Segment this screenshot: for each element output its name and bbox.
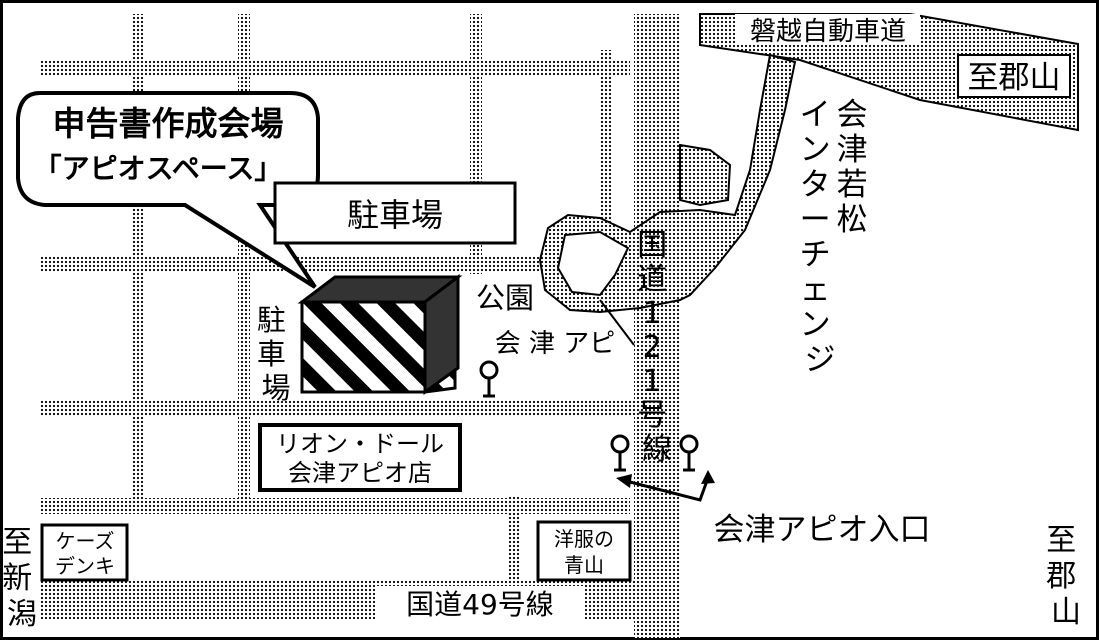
route-121-road: [634, 14, 680, 638]
apio-entrance-label: 会津アピオ入口: [714, 512, 931, 548]
expressway-label-box: [735, 14, 920, 44]
entrance-bus-stop-icons: [610, 434, 699, 472]
yofuku-line2: 青山: [564, 553, 604, 577]
to-niigata-label: 至 新 潟: [2, 525, 42, 632]
to-koriyama-bottom-label: 至 郡 山: [1046, 523, 1086, 630]
parking-top-box: [273, 181, 517, 245]
route-121-label: 国 道 1 2 1 号 線: [637, 228, 677, 467]
to-koriyama-top-label: 至郡山: [968, 60, 1061, 96]
yofuku-line1: 洋服の: [554, 527, 614, 551]
parking-top-label: 駐車場: [347, 196, 443, 234]
route-49-label-box: [375, 586, 585, 620]
interchange-line: [599, 299, 635, 346]
to-niigata-box: [4, 520, 40, 635]
parking-left-label: 駐 車 場: [257, 303, 295, 405]
interchange-loop-inner: [556, 230, 630, 297]
expressway-label: 磐越自動車道: [750, 17, 906, 47]
callout-subtitle: 「アピオスペース」: [34, 152, 283, 185]
to-koriyama-top-box: [957, 54, 1071, 98]
park-label: 公園: [476, 281, 534, 315]
interchange-link: [679, 143, 732, 207]
callout-title: 申告書作成会場: [53, 104, 284, 143]
ks-denki-line2: デンキ: [55, 554, 115, 578]
store-name-line1: リオン・ドール: [276, 430, 444, 458]
entrance-arrow: [621, 477, 710, 502]
ks-denki-box: [40, 523, 129, 582]
store-box: [258, 423, 462, 492]
entrance-arrow-head-left: [616, 474, 632, 488]
yofuku-aoyama-box: [536, 520, 632, 582]
interchange-label: 会 津 若 松 イ ン タ ー チ ェ ン ジ: [800, 97, 878, 378]
store-name-line2: 会津アピオ店: [288, 459, 432, 487]
bus-stop-apio-label: 会 津 アピ: [495, 329, 616, 359]
bus-stop-icon: [479, 360, 499, 398]
route-49-label: 国道49号線: [406, 588, 554, 621]
venue-building: [297, 273, 463, 395]
callout-balloon: [16, 91, 320, 289]
entrance-arrow-head-right: [701, 470, 715, 484]
ks-denki-line1: ケーズ: [56, 529, 115, 553]
